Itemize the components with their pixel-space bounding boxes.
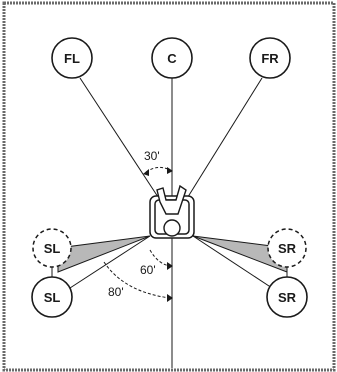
listener-seat-icon [149, 184, 195, 239]
speaker-front-left-label: FL [64, 51, 80, 66]
front-right-line [185, 77, 263, 201]
surround-min-arrow [167, 262, 173, 270]
speaker-surround-right-label: SR [278, 290, 297, 305]
surround-min-angle-label: 60' [140, 263, 156, 277]
front-angle-label: 30' [144, 149, 160, 163]
front-angle-arrow-left [143, 169, 149, 176]
front-left-line [79, 77, 161, 201]
surround-left-zone [57, 235, 151, 273]
speaker-surround-right-alt: SR [267, 228, 307, 268]
surround-max-angle-label: 80' [108, 285, 124, 299]
speaker-surround-left-label: SL [44, 290, 61, 305]
speaker-surround-left: SL [31, 276, 73, 318]
speaker-front-right: FR [249, 37, 291, 79]
speaker-surround-right-alt-label: SR [278, 241, 297, 256]
speaker-front-left: FL [51, 37, 93, 79]
speaker-surround-left-alt-label: SL [44, 241, 61, 256]
surround-right-line [192, 235, 273, 289]
speaker-surround-left-alt: SL [32, 228, 72, 268]
speaker-center-label: C [167, 51, 177, 66]
speaker-front-right-label: FR [261, 51, 279, 66]
front-angle-arc [145, 166, 171, 173]
speaker-surround-right: SR [266, 276, 308, 318]
front-angle-arrow-right [167, 167, 173, 174]
surround-max-arrow [167, 294, 173, 302]
surround-max-arc [103, 261, 171, 299]
speaker-center: C [151, 37, 193, 79]
surround-min-arc [149, 249, 171, 267]
surround-left-line [69, 235, 151, 289]
